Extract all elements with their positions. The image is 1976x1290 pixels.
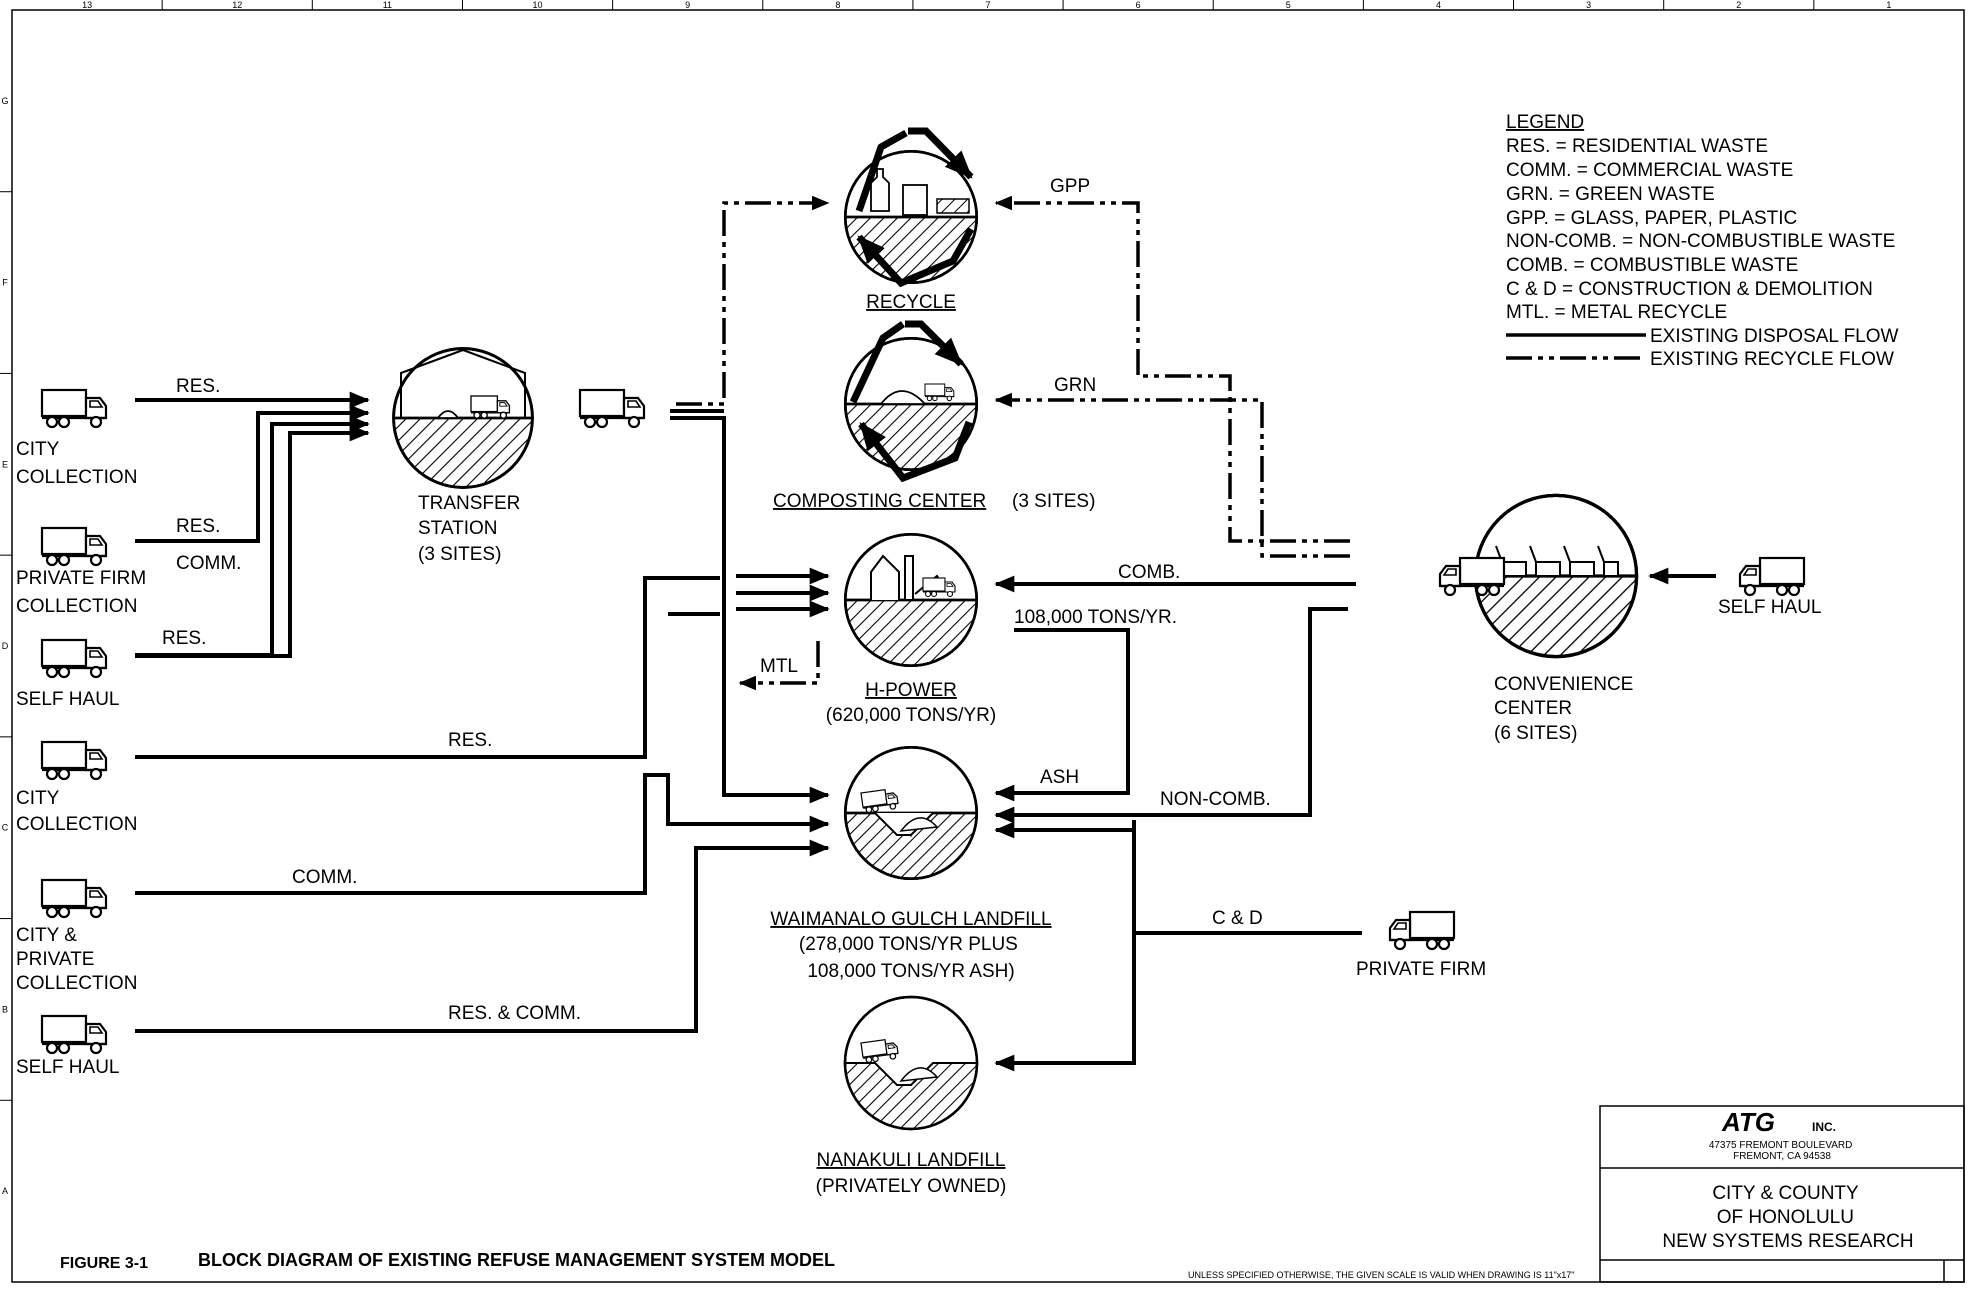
convenience-center-label: CONVENIENCE CENTER (6 SITES) <box>1494 674 1639 744</box>
row-label: A <box>2 1186 8 1196</box>
flow-label-comm-1: COMM. <box>176 553 241 574</box>
transfer-station-icon <box>391 349 534 490</box>
legend-entries: RES. = RESIDENTIAL WASTE COMM. = COMMERC… <box>1506 136 1901 323</box>
column-label: 6 <box>1136 0 1141 10</box>
truck-icon <box>1390 912 1454 949</box>
source-self-haul-1: SELF HAUL <box>16 689 119 710</box>
flow-label-ash: ASH <box>1040 767 1079 788</box>
column-label: 9 <box>685 0 690 10</box>
column-label: 7 <box>985 0 990 10</box>
company-logo: ATG <box>1721 1107 1775 1137</box>
source-private-firm: PRIVATE FIRM COLLECTION <box>16 568 151 617</box>
flow-label-mtl: MTL <box>760 656 798 677</box>
row-label: G <box>1 96 8 106</box>
column-label: 1 <box>1886 0 1891 10</box>
truck-icon <box>42 880 106 917</box>
source-city-private: CITY & PRIVATE COLLECTION <box>16 925 137 994</box>
h-power-label: H-POWER <box>865 680 957 701</box>
column-label: 13 <box>82 0 92 10</box>
waimanalo-label: WAIMANALO GULCH LANDFILL <box>770 909 1051 930</box>
source-city-collection-2: CITY COLLECTION <box>16 788 137 835</box>
truck-icon <box>42 390 106 427</box>
figure-number: FIGURE 3-1 <box>60 1255 148 1272</box>
legend: LEGEND RES. = RESIDENTIAL WASTE COMM. = … <box>1506 112 1901 370</box>
flow-label-noncomb: NON-COMB. <box>1160 789 1271 810</box>
source-private-firm-right: PRIVATE FIRM <box>1356 959 1486 980</box>
waimanalo-landfill-icon <box>843 747 979 881</box>
figure-title: BLOCK DIAGRAM OF EXISTING REFUSE MANAGEM… <box>198 1250 835 1270</box>
legend-disposal-label: EXISTING DISPOSAL FLOW <box>1650 326 1899 347</box>
flow-label-res-3: RES. <box>162 628 206 649</box>
client-name: CITY & COUNTY OF HONOLULU NEW SYSTEMS RE… <box>1662 1183 1913 1252</box>
flow-label-grn: GRN <box>1054 375 1096 396</box>
column-label: 3 <box>1586 0 1591 10</box>
h-power-icon <box>843 534 979 668</box>
source-self-haul-2: SELF HAUL <box>16 1057 119 1078</box>
company-logo-inc: INC. <box>1812 1120 1836 1134</box>
flow-label-res-1: RES. <box>176 376 220 397</box>
column-label: 5 <box>1286 0 1291 10</box>
column-label: 11 <box>383 0 392 10</box>
legend-recycle-label: EXISTING RECYCLE FLOW <box>1650 349 1894 370</box>
company-address: 47375 FREMONT BOULEVARD FREMONT, CA 9453… <box>1709 1140 1855 1162</box>
row-label: D <box>2 641 9 651</box>
column-label: 4 <box>1436 0 1441 10</box>
source-self-haul-right: SELF HAUL <box>1718 597 1821 618</box>
h-power-capacity: (620,000 TONS/YR) <box>826 705 996 726</box>
truck-icon <box>42 1016 106 1053</box>
flow-label-gpp: GPP <box>1050 176 1090 197</box>
row-label: E <box>2 459 8 469</box>
composting-sites-label: (3 SITES) <box>1012 491 1095 512</box>
truck-icon <box>1440 558 1504 595</box>
flow-label-res-comm: RES. & COMM. <box>448 1003 581 1024</box>
recycle-icon <box>843 131 979 285</box>
truck-icon <box>42 640 106 677</box>
flow-label-tons: 108,000 TONS/YR. <box>1014 607 1177 628</box>
truck-icon <box>1740 558 1804 595</box>
row-label: C <box>2 823 9 833</box>
truck-icon <box>42 528 106 565</box>
column-label: 12 <box>232 0 242 10</box>
nanakuli-note: (PRIVATELY OWNED) <box>816 1176 1007 1197</box>
waimanalo-capacity: (278,000 TONS/YR PLUS 108,000 TONS/YR AS… <box>799 934 1023 982</box>
composting-center-icon <box>843 324 979 478</box>
row-label: B <box>2 1004 8 1014</box>
nanakuli-label: NANAKULI LANDFILL <box>816 1150 1005 1171</box>
column-label: 2 <box>1736 0 1741 10</box>
recycle-label: RECYCLE <box>866 292 956 313</box>
scale-note: UNLESS SPECIFIED OTHERWISE, THE GIVEN SC… <box>1188 1270 1574 1280</box>
flow-label-cd: C & D <box>1212 908 1263 929</box>
column-label: 8 <box>835 0 840 10</box>
truck-icon <box>580 390 644 427</box>
truck-icon <box>42 742 106 779</box>
source-city-collection-1: CITY COLLECTION <box>16 439 137 488</box>
legend-title: LEGEND <box>1506 112 1584 133</box>
transfer-station-label: TRANSFER STATION (3 SITES) <box>418 493 526 565</box>
flow-label-comm-2: COMM. <box>292 867 357 888</box>
flow-label-res-2: RES. <box>176 516 220 537</box>
row-label: F <box>2 278 8 288</box>
composting-label: COMPOSTING CENTER <box>773 491 986 512</box>
title-block: ATG INC. 47375 FREMONT BOULEVARD FREMONT… <box>1600 1106 1964 1282</box>
flow-label-res-4: RES. <box>448 730 492 751</box>
nanakuli-landfill-icon <box>843 997 979 1131</box>
column-label: 10 <box>533 0 543 10</box>
flow-label-comb: COMB. <box>1118 562 1180 583</box>
